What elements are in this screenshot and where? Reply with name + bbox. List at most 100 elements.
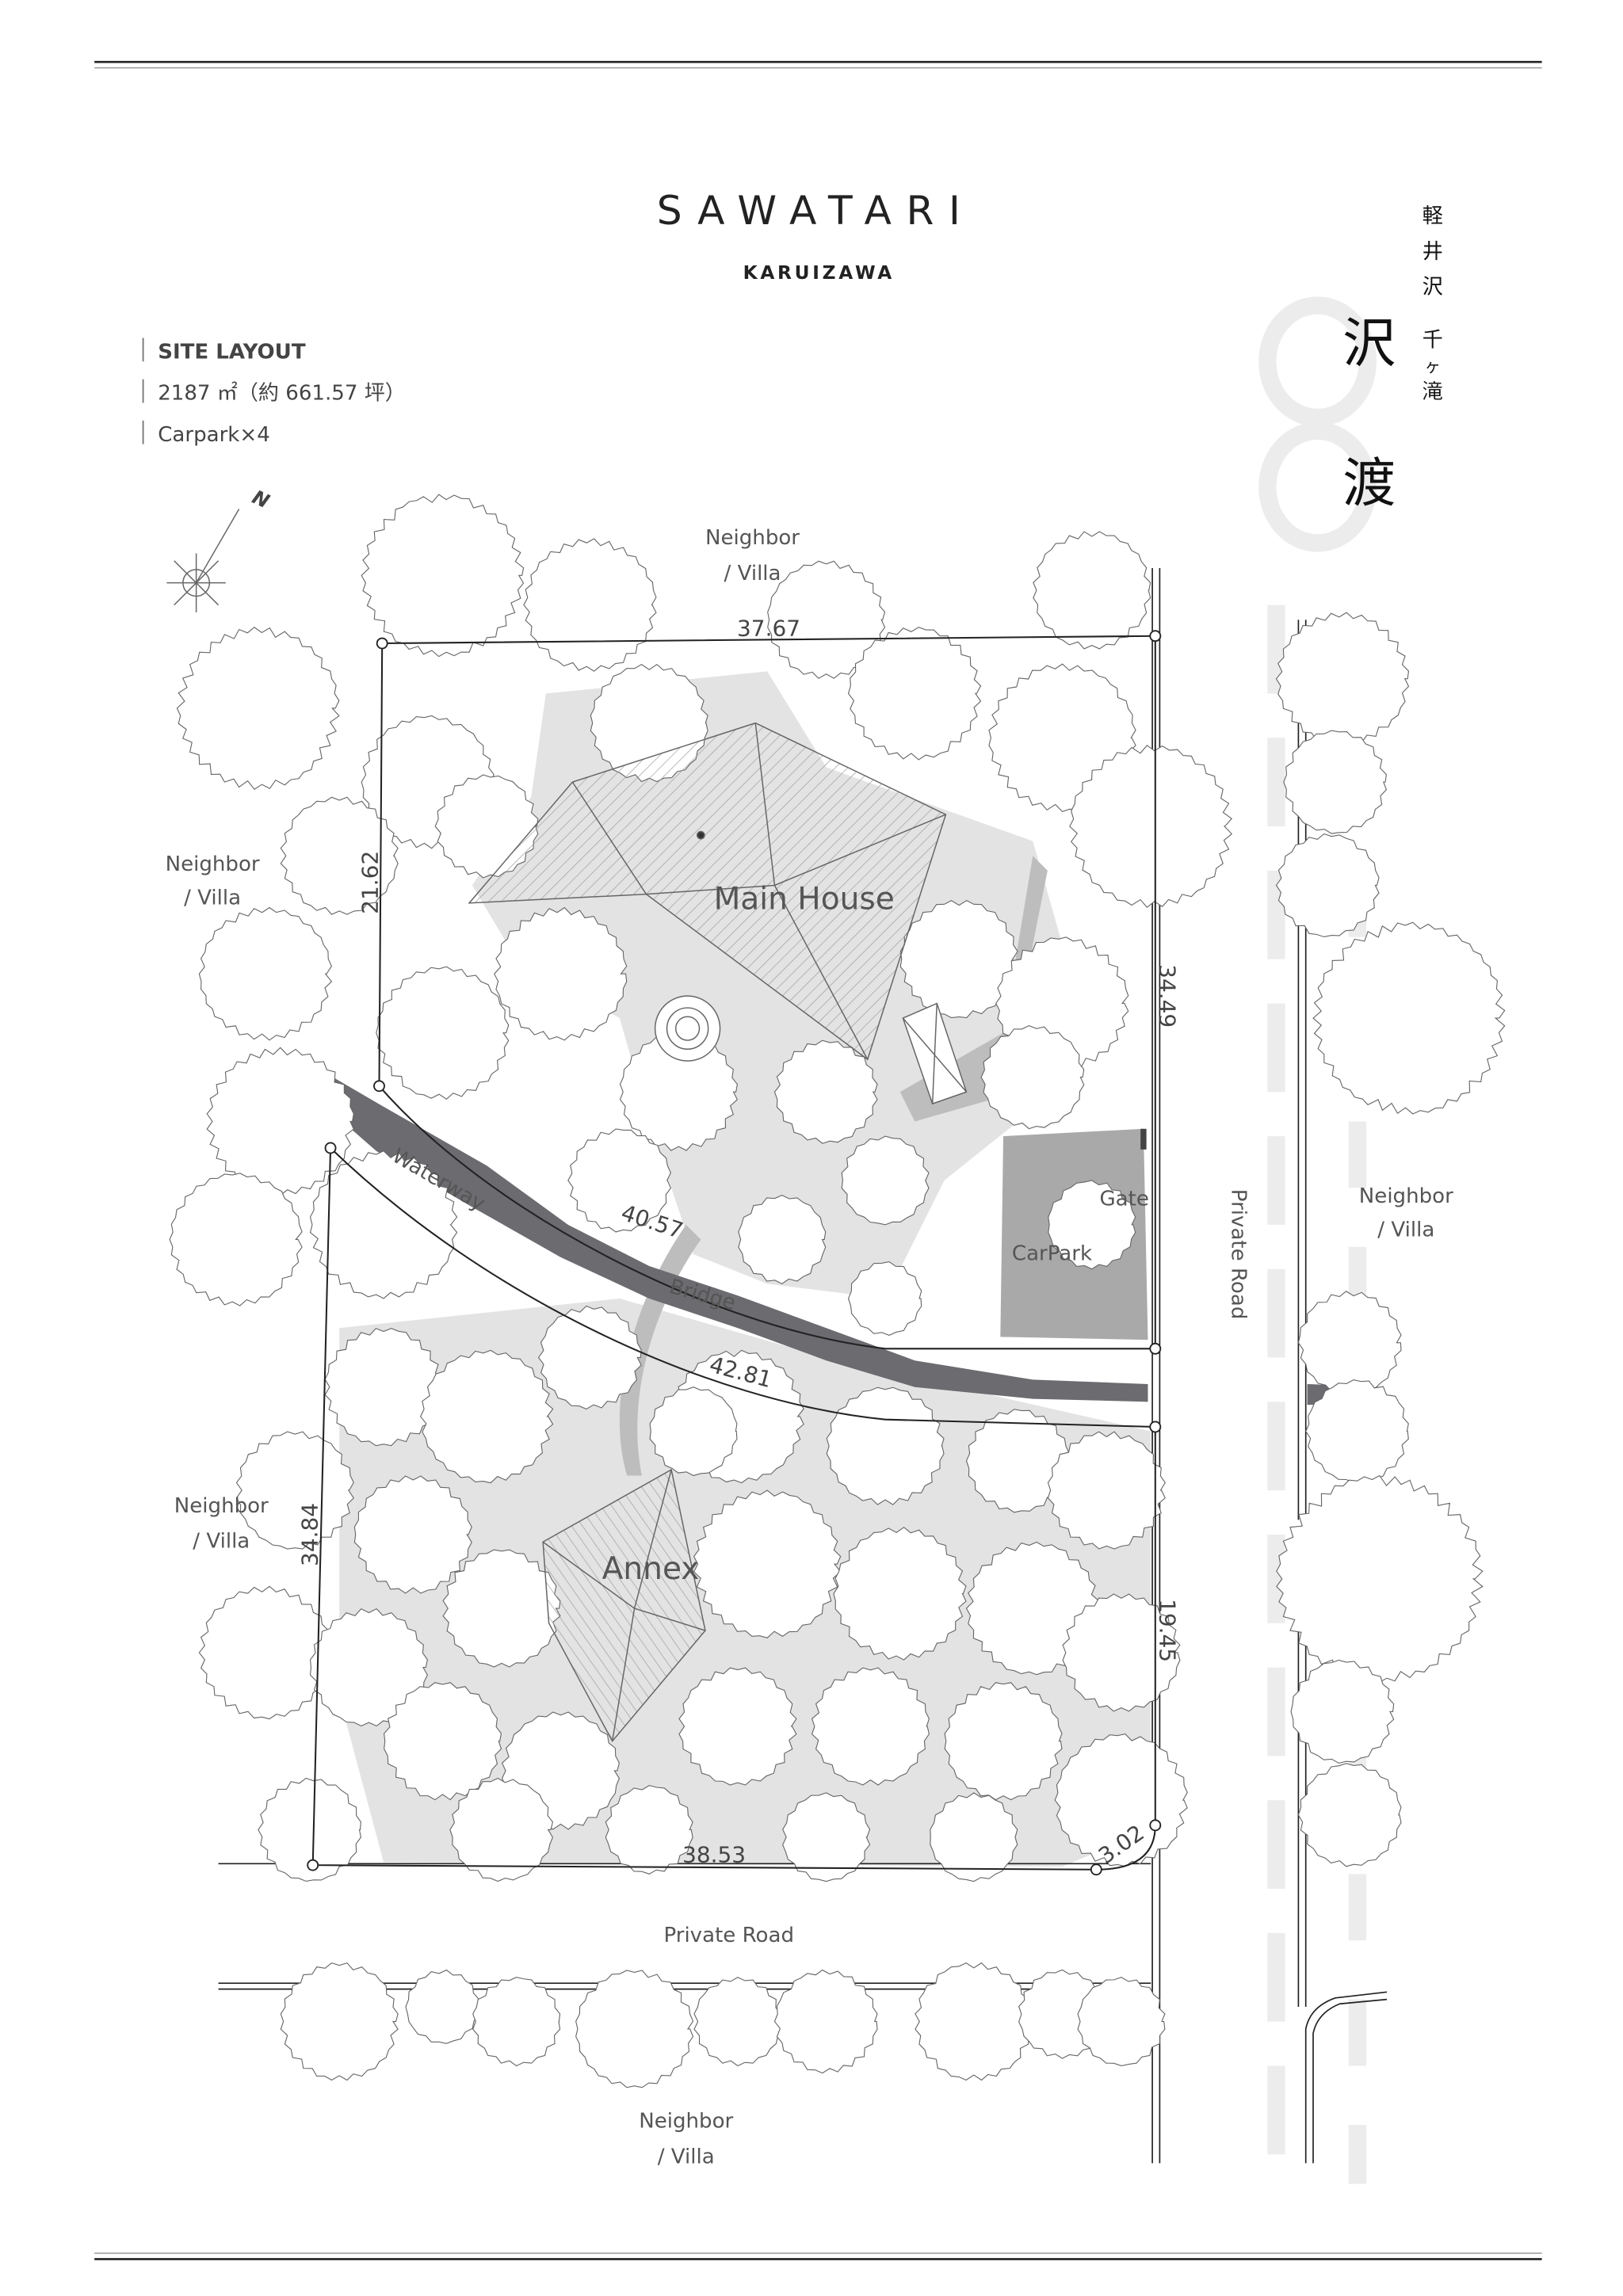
neighbor-label: / Villa [658,2145,715,2168]
tree-canopy [442,1549,561,1668]
tree-canopy [738,1194,827,1284]
neighbor-label: Neighbor [166,852,260,876]
neighbor-label: Neighbor [1359,1184,1453,1208]
site-subtitle: KARUIZAWA [743,262,895,284]
tree-canopy [767,560,886,679]
tree-canopy [1283,730,1388,834]
tree-canopy [847,627,982,761]
tree-canopy [841,1135,930,1226]
neighbor-label: / Villa [1377,1219,1434,1242]
tree-canopy [678,1667,797,1786]
annex-roof [542,1468,706,1743]
tree-canopy [944,1682,1063,1801]
tree-canopy [930,1792,1018,1882]
north-label: N [249,486,273,513]
lot-boundary-north [378,635,1156,1350]
parking-count: Carpark×4 [158,423,270,447]
neighbor-label: / Villa [724,562,781,585]
tree-canopy [693,1977,782,2067]
gate-marker [1140,1128,1147,1150]
tree-canopy [965,1541,1100,1676]
dimension-right-lower: 19.45 [1154,1599,1180,1662]
vertical-location-text: 軽 井 沢 千 ヶ 滝 沢 渡 [1342,204,1443,514]
tree-canopy-group [169,494,1506,2088]
tree-canopy [1297,1291,1402,1395]
dimension-right-upper: 34.49 [1154,964,1180,1028]
tree-canopy [649,1386,738,1477]
tree-canopy [419,1349,554,1484]
jp-char: 沢 [1423,276,1443,299]
site-title: SAWATARI [657,187,976,234]
tree-canopy [567,1128,672,1233]
tree-canopy [1290,1659,1395,1764]
tree-canopy [1048,1180,1136,1270]
tree-canopy [1275,833,1380,938]
boundary-corner-markers [307,630,1162,1876]
tree-canopy [773,1039,878,1144]
tree-canopy [1077,1977,1166,2067]
tree-canopy [1033,531,1151,650]
tree-canopy [1047,1431,1166,1550]
tree-canopy [833,1527,967,1661]
site-area: 2187 ㎡（約 661.57 坪） [158,382,406,406]
private-road-right-label: Private Road [1227,1189,1251,1320]
neighbor-label: Neighbor [639,2110,733,2134]
tree-canopy [353,1475,472,1594]
site-layout-heading: SITE LAYOUT [158,341,306,364]
tree-canopy [1276,1474,1484,1683]
info-block: SITE LAYOUT 2187 ㎡（約 661.57 坪） Carpark×4 [142,338,406,447]
tree-canopy [1275,612,1410,746]
private-road-bottom-label: Private Road [663,1924,794,1947]
neighbor-label: / Villa [193,1530,250,1554]
tree-canopy [811,1667,930,1786]
main-house-roof [468,722,968,1105]
tree-canopy [280,1962,399,2081]
jp-title-char: 渡 [1342,452,1396,514]
tree-canopy [494,906,628,1041]
tree-canopy [575,1970,694,2088]
lot-boundary-south [311,1146,1156,1871]
tree-canopy [198,1585,332,1720]
tree-canopy [376,966,510,1100]
carpark-label: CarPark [1012,1242,1093,1266]
tree-canopy [176,627,340,790]
dimension-bottom: 38.53 [682,1841,746,1867]
tree-canopy [1305,1379,1409,1484]
tree-canopy [782,1792,871,1882]
tree-canopy [206,1047,354,1196]
tree-canopy [309,1150,458,1299]
north-compass-icon: N [166,486,273,612]
gate-label: Gate [1100,1188,1149,1211]
dimension-left-lower: 34.84 [296,1503,323,1566]
tree-canopy [361,494,525,658]
annex-label: Annex [602,1551,700,1587]
tree-canopy [405,1969,479,2044]
jp-char: 千 [1423,329,1443,353]
jp-char: 井 [1423,240,1443,264]
tree-canopy [693,1489,842,1638]
tree-canopy [324,1328,443,1447]
jp-char: 軽 [1423,204,1443,228]
tree-canopy [773,1969,878,2074]
tree-canopy [258,1777,361,1882]
main-house-label: Main House [714,881,895,917]
tree-canopy [235,1431,354,1550]
jp-title-char: 沢 [1342,312,1396,374]
dimension-left-upper: 21.62 [357,851,384,914]
neighbor-label: / Villa [184,887,241,910]
neighbor-label: Neighbor [174,1494,269,1518]
jp-char: 滝 [1423,380,1443,404]
dimension-top: 37.67 [737,616,800,642]
top-rule [94,60,1542,69]
tree-canopy [605,1784,693,1875]
tree-canopy [1297,1763,1402,1867]
tree-canopy [169,1173,303,1306]
bottom-rule [94,2252,1542,2260]
neighbor-label: Neighbor [705,526,800,550]
tree-canopy [915,1962,1033,2081]
tree-canopy [449,1777,554,1882]
jp-char: ヶ [1425,357,1441,376]
tree-canopy [826,1386,945,1505]
tree-canopy [1069,744,1233,909]
